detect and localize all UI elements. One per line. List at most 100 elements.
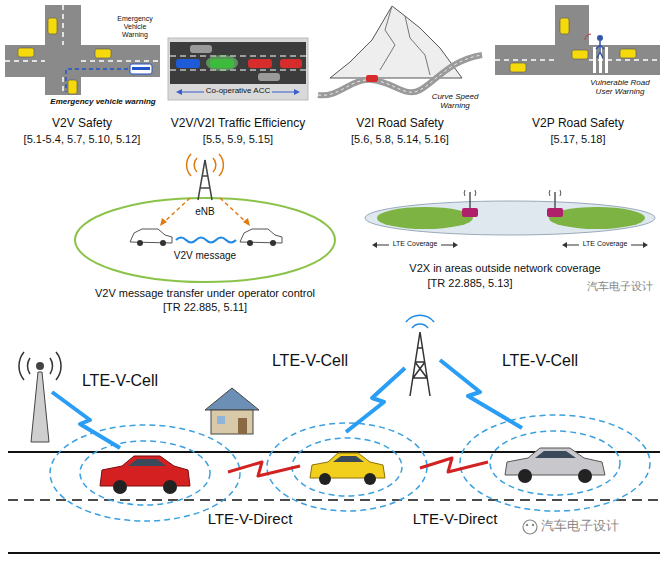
- section-title: V2V/V2I Traffic Efficiency: [171, 117, 305, 131]
- coverage-rings-part: [50, 425, 240, 521]
- coverage-label: LTE Coverage: [393, 240, 438, 248]
- emergency-intersection-part: [5, 45, 160, 77]
- mountain-curve-part: [380, 6, 395, 70]
- reference-number: [5.1-5.4, 5.7, 5.10, 5.12]: [24, 133, 141, 146]
- lte-v-road-part: [8, 552, 660, 554]
- coverage-road-part: [631, 245, 645, 246]
- emergency-intersection-part: [45, 5, 81, 95]
- section-title: V2P Road Safety: [532, 117, 624, 131]
- coverage-road-part: [547, 208, 563, 217]
- mountain-curve: [318, 6, 482, 95]
- enb-cell-part: [160, 218, 167, 226]
- enb-cell-part: [240, 229, 282, 243]
- emergency-intersection-part: [18, 48, 34, 57]
- link-label: LTE-V-Cell: [502, 352, 578, 370]
- coverage-road-part: [643, 242, 648, 248]
- house-part: [238, 418, 247, 434]
- enb-cell-part: [198, 160, 212, 200]
- watermark: 汽车电子设计: [587, 280, 653, 293]
- cell-tower-part: [31, 372, 49, 442]
- emergency-intersection-part: [132, 67, 150, 70]
- scene-caption: Emergency vehicle warning: [48, 97, 157, 106]
- cell-link-bolt: [52, 360, 522, 448]
- car-part: [518, 469, 532, 483]
- reference-number: [5.5, 5.9, 5.15]: [203, 133, 273, 146]
- link-label: LTE-V-Direct: [206, 510, 295, 527]
- station-name: eNB: [195, 206, 214, 218]
- mountain-curve-part: [330, 6, 462, 78]
- pedestrian-intersection-part: [555, 5, 589, 75]
- emergency-intersection-part: [62, 5, 64, 45]
- coverage-road-part: [549, 207, 645, 229]
- enb-cell-part: [187, 154, 224, 176]
- enb-cell-part: [130, 229, 172, 243]
- emergency-intersection-part: [66, 69, 128, 92]
- enb-cell-part: [270, 240, 276, 246]
- lte-v-road-part: [8, 499, 660, 501]
- house-part: [217, 416, 225, 424]
- emergency-intersection-part: [62, 77, 64, 95]
- enb-cell-part: [75, 198, 335, 282]
- mountain-curve-part: [318, 55, 482, 95]
- cooperative-acc-road-part: [280, 59, 302, 68]
- coverage-road-part: [441, 245, 455, 246]
- coverage-road-part: [562, 242, 567, 248]
- scene-caption: Co-operative ACC: [204, 86, 272, 95]
- reference-number: [TR 22.885, 5.13]: [428, 277, 513, 290]
- cooperative-acc-road-part: [258, 73, 280, 81]
- coverage-road-part: [372, 242, 377, 248]
- coverage-road-part: [462, 208, 478, 217]
- section-title: V2V Safety: [52, 117, 112, 131]
- direct-link-bolt-part: [228, 462, 300, 476]
- pedestrian-intersection-part: [596, 41, 604, 58]
- emergency-intersection: [5, 5, 160, 95]
- mountain-curve-part: [366, 75, 378, 82]
- cell-tower: [19, 352, 61, 442]
- emergency-intersection-part: [95, 49, 111, 58]
- house: [205, 388, 259, 434]
- cell-link-bolt-part: [346, 368, 405, 432]
- coverage-rings-part: [80, 441, 210, 505]
- coverage-label: LTE Coverage: [583, 240, 628, 248]
- house-part: [205, 388, 259, 410]
- cell-link-bolt-part: [440, 360, 522, 428]
- lattice-tower-part: [410, 332, 430, 396]
- cooperative-acc-road-part: [210, 59, 234, 68]
- scene-caption: Vulnerable Road User Warning: [581, 78, 660, 96]
- coverage-road-part: [470, 192, 555, 210]
- pedestrian-intersection-part: [572, 50, 588, 59]
- link-label: LTE-V-Direct: [411, 510, 500, 527]
- section-title: V2I Road Safety: [356, 117, 443, 131]
- pedestrian-intersection-part: [560, 18, 569, 34]
- car-part: [113, 480, 127, 494]
- lattice-tower-part: [406, 315, 434, 328]
- pedestrian-intersection-part: [593, 47, 596, 73]
- cell-link-bolt-part: [52, 392, 120, 448]
- coverage-road-part: [375, 245, 389, 246]
- direct-link-bolt-part: [420, 458, 488, 472]
- mountain-curve-part: [318, 55, 482, 95]
- coverage-rings-part: [292, 438, 402, 496]
- reference-number: [5.17, 5.18]: [550, 133, 605, 146]
- cooperative-acc-road-part: [190, 45, 212, 53]
- watermark-icon: [523, 520, 537, 534]
- link-label: LTE-V-Cell: [272, 352, 348, 370]
- watermark: 汽车电子设计: [541, 519, 619, 534]
- cooperative-acc-road-part: [294, 89, 300, 95]
- cell-tower-part: [36, 362, 44, 370]
- pedestrian-intersection-part: [620, 49, 636, 58]
- enb-cell: [75, 154, 335, 282]
- car-part: [505, 448, 605, 475]
- direct-link-bolt: [228, 458, 488, 476]
- coverage-rings-part: [490, 431, 620, 495]
- emergency-intersection-part: [130, 64, 152, 74]
- scene-caption: Curve Speed Warning: [426, 92, 485, 110]
- emergency-intersection-part: [81, 60, 160, 62]
- cooperative-acc-road-part: [176, 89, 182, 95]
- watermark-icon-part: [532, 524, 534, 526]
- emergency-intersection-part: [48, 18, 57, 34]
- cooperative-acc-road: [168, 38, 308, 100]
- mountain-curve-part: [405, 16, 430, 75]
- sign-text: Emergency Vehicle Warning: [109, 15, 161, 39]
